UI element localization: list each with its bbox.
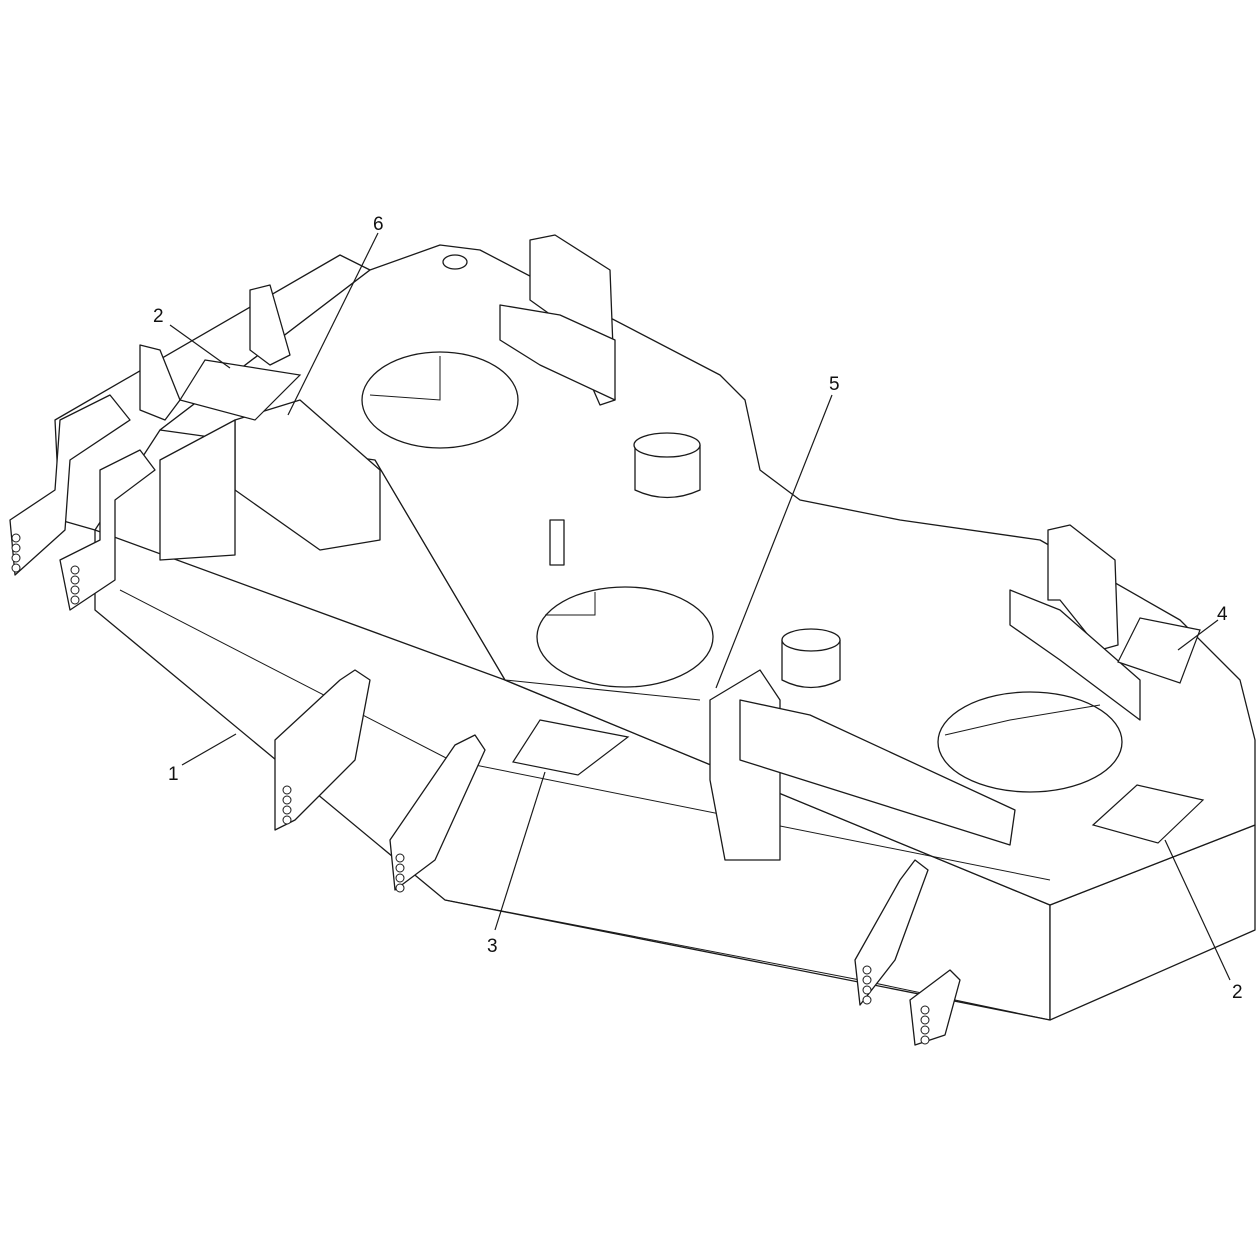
callout-6: 6	[373, 214, 384, 235]
right-blade-opening	[937, 691, 1123, 793]
pivot-arms	[9, 284, 961, 1046]
callout-labels: 1 2 2 3 4 5 6	[153, 214, 1243, 1003]
right-lift-bracket	[1047, 524, 1119, 651]
leader-1	[181, 733, 237, 766]
blade-openings	[361, 351, 1123, 793]
right-opening-baffle	[944, 704, 1101, 736]
rear-left-ear	[139, 344, 181, 421]
callout-5: 5	[829, 374, 840, 395]
rear-lift-bracket-base	[499, 304, 616, 401]
rear-ear-2	[249, 284, 291, 366]
front-center-left-pivot-arm	[389, 734, 486, 891]
front-center-right-pivot-arm	[854, 859, 929, 1006]
spindle-housing-rear	[634, 444, 701, 499]
callout-3: 3	[487, 936, 498, 957]
front-right-pivot-arm	[909, 969, 961, 1046]
center-opening-baffle	[545, 592, 596, 616]
spindle-housing-front	[781, 639, 841, 689]
decal-front-center	[512, 719, 630, 776]
callout-2-right: 2	[1232, 982, 1243, 1003]
rear-left-pivot-arm	[9, 394, 131, 576]
callout-4: 4	[1217, 604, 1228, 625]
leader-5	[715, 394, 833, 689]
left-opening-baffle	[369, 356, 441, 401]
front-baffle-plate	[739, 699, 1016, 846]
rear-left-pivot-arm-inner	[59, 449, 156, 611]
leader-2-right	[1164, 839, 1231, 981]
callout-1: 1	[168, 764, 179, 785]
leader-lines	[169, 232, 1231, 981]
top-brackets	[159, 234, 1141, 861]
leader-3	[494, 771, 546, 931]
spindle-top-rear	[633, 432, 701, 458]
front-left-pivot-arm	[274, 669, 371, 831]
decal-right-front	[1091, 784, 1205, 844]
leader-4	[1177, 619, 1219, 651]
spindle-top-front	[781, 628, 841, 652]
decal-left-rear	[179, 359, 302, 421]
left-chute-plate	[159, 419, 236, 561]
spindles	[442, 254, 841, 689]
right-lift-bracket-base	[1009, 589, 1141, 721]
leader-2-left	[169, 324, 231, 369]
pivot-holes	[11, 533, 930, 1045]
decals	[179, 359, 1205, 844]
callout-2-left: 2	[153, 306, 164, 327]
decal-right-lift	[1117, 617, 1201, 684]
center-blade-opening	[536, 586, 714, 688]
grease-fitting	[442, 254, 468, 270]
center-post	[549, 519, 565, 566]
deck-top-fold-line	[374, 459, 701, 701]
leader-6	[287, 232, 379, 416]
